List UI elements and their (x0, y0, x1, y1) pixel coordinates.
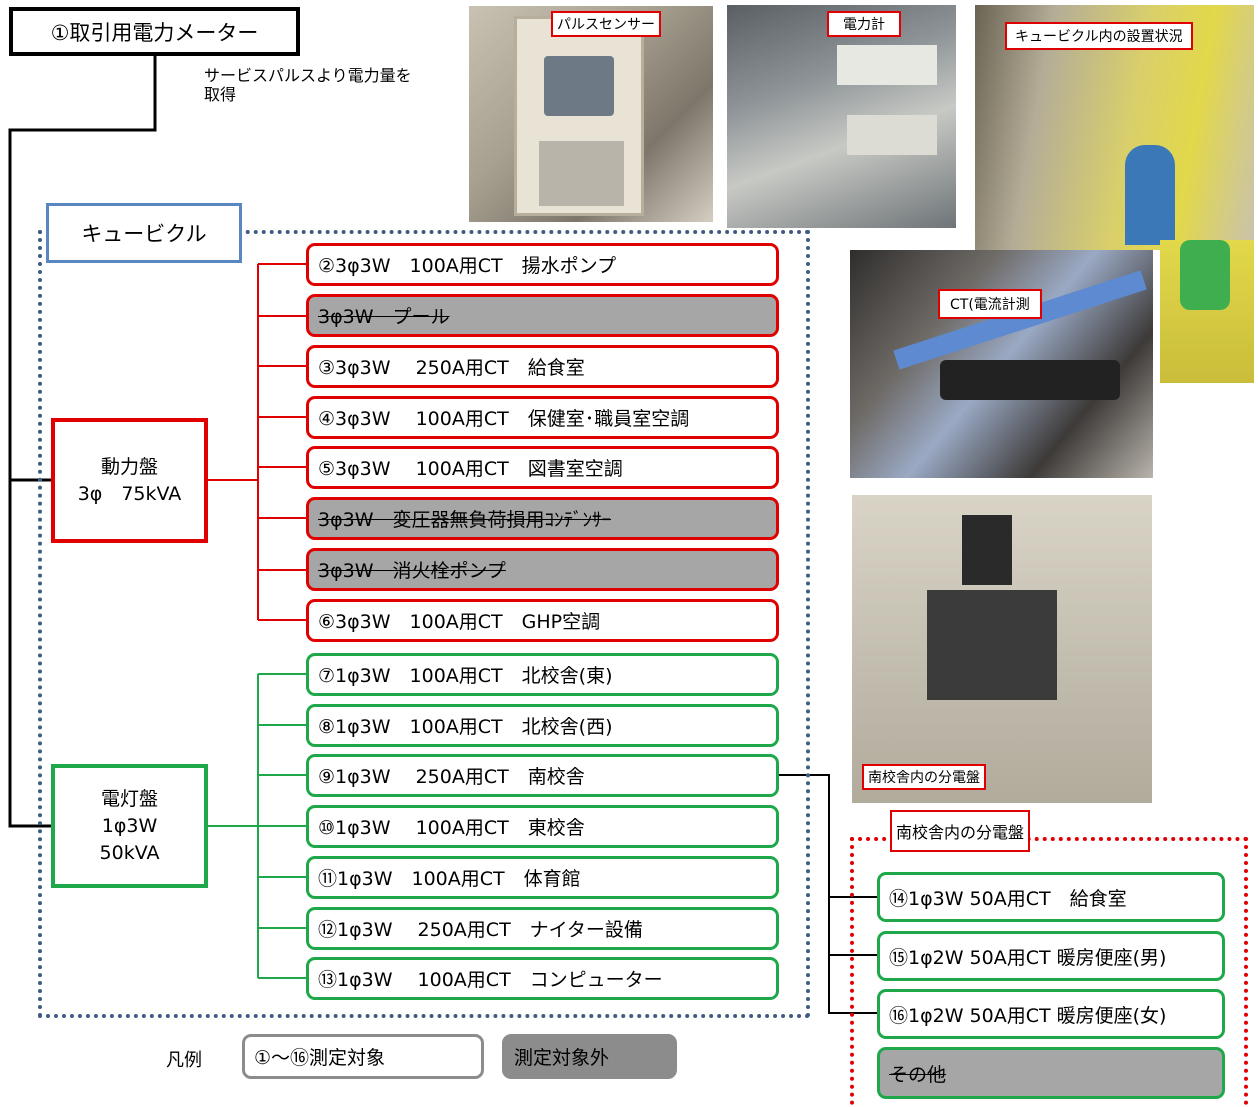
meter-box: ①取引用電力メーター (9, 7, 300, 56)
circuit-label: ⑬1φ3W 100A用CT コンピューター (318, 965, 663, 992)
meter-device-shape (544, 56, 614, 116)
circuit-label: ⑥3φ3W 100A用CT GHP空調 (318, 607, 600, 634)
cubicle-label-text: キュービクル (81, 218, 206, 248)
circuit-label: ⑦1φ3W 100A用CT 北校舎(東) (318, 661, 613, 688)
lighting-panel: 電灯盤 1φ3W 50kVA (51, 764, 208, 888)
power-circuit: ④3φ3W 100A用CT 保健室･職員室空調 (306, 396, 779, 439)
power-meter-label: 電力計 (827, 11, 901, 37)
legend-measured: ①～⑯測定対象 (242, 1034, 484, 1079)
cable-shape (893, 270, 1146, 369)
meter-lower-box-shape (539, 141, 624, 206)
south-distribution-label: 南校舎内の分電盤 (862, 764, 986, 790)
south-circuit-excluded: その他 (877, 1047, 1225, 1099)
legend-not-measured-text: 測定対象外 (514, 1043, 609, 1070)
power-circuit: ⑤3φ3W 100A用CT 図書室空調 (306, 446, 779, 489)
circuit-label: ④3φ3W 100A用CT 保健室･職員室空調 (318, 404, 689, 431)
lighting-circuit: ⑬1φ3W 100A用CT コンピューター (306, 957, 779, 1000)
circuit-label: 3φ3W 消火栓ポンプ (318, 556, 506, 583)
lighting-circuit: ⑨1φ3W 250A用CT 南校舎 (306, 754, 779, 797)
circuit-label: ⑨1φ3W 250A用CT 南校舎 (318, 762, 585, 789)
legend-not-measured: 測定対象外 (502, 1034, 677, 1079)
circuit-label: ⑧1φ3W 100A用CT 北校舎(西) (318, 712, 613, 739)
legend-title: 凡例 (166, 1046, 202, 1072)
power-panel-name: 動力盤 (101, 454, 158, 481)
power-circuit-excluded: 3φ3W 消火栓ポンプ (306, 548, 779, 591)
circuit-label: ⑩1φ3W 100A用CT 東校舎 (318, 813, 585, 840)
lighting-panel-name: 電灯盤 (101, 786, 158, 813)
cubicle-install-label-text: キュービクル内の設置状況 (1015, 29, 1183, 45)
lighting-circuit: ⑩1φ3W 100A用CT 東校舎 (306, 805, 779, 848)
south-panel-label: 南校舎内の分電盤 (890, 810, 1030, 852)
cubicle-install-photo-lower (1160, 240, 1254, 383)
breaker-array-shape (927, 590, 1057, 700)
lighting-circuit: ⑦1φ3W 100A用CT 北校舎(東) (306, 653, 779, 696)
power-panel-spec: 3φ 75kVA (78, 481, 182, 508)
circuit-label: ②3φ3W 100A用CT 揚水ポンプ (318, 251, 616, 278)
ct-photo (850, 250, 1153, 478)
meter-panel-shape (837, 45, 937, 85)
south-circuit: ⑭1φ3W 50A用CT 給食室 (877, 872, 1225, 922)
power-meter-label-text: 電力計 (843, 17, 885, 33)
pulse-sensor-label-text: パルスセンサー (557, 17, 655, 33)
green-clip-shape (1180, 240, 1230, 310)
power-panel: 動力盤 3φ 75kVA (51, 418, 208, 543)
circuit-label: ⑮1φ2W 50A用CT 暖房便座(男) (889, 943, 1166, 970)
meter-panel-shape-2 (847, 115, 937, 155)
meter-note-line1: サービスパルスより電力量を (204, 66, 454, 85)
circuit-label: ⑪1φ3W 100A用CT 体育館 (318, 864, 581, 891)
pulse-sensor-photo (469, 6, 713, 222)
lighting-panel-spec2: 50kVA (100, 840, 160, 867)
circuit-label: ⑯1φ2W 50A用CT 暖房便座(女) (889, 1001, 1166, 1028)
circuit-label: ⑫1φ3W 250A用CT ナイター設備 (318, 915, 643, 942)
circuit-label: 3φ3W プール (318, 302, 450, 329)
power-circuit: ②3φ3W 100A用CT 揚水ポンプ (306, 243, 779, 286)
meter-note-line2: 取得 (204, 85, 454, 104)
power-circuit: ⑥3φ3W 100A用CT GHP空調 (306, 599, 779, 642)
pulse-sensor-label: パルスセンサー (551, 11, 661, 37)
power-circuit-excluded: 3φ3W 変圧器無負荷損用ｺﾝﾃﾞﾝｻｰ (306, 497, 779, 540)
circuit-label: ③3φ3W 250A用CT 給食室 (318, 353, 585, 380)
circuit-label: その他 (889, 1060, 946, 1087)
lighting-circuit: ⑧1φ3W 100A用CT 北校舎(西) (306, 704, 779, 747)
south-circuit: ⑯1φ2W 50A用CT 暖房便座(女) (877, 989, 1225, 1039)
worker-shape (1125, 145, 1175, 245)
south-distribution-label-text: 南校舎内の分電盤 (868, 770, 980, 786)
lighting-circuit: ⑫1φ3W 250A用CT ナイター設備 (306, 907, 779, 950)
ct-label-text: CT(電流計測 (950, 297, 1030, 313)
circuit-label: 3φ3W 変圧器無負荷損用ｺﾝﾃﾞﾝｻｰ (318, 505, 611, 532)
circuit-label: ⑭1φ3W 50A用CT 給食室 (889, 884, 1127, 911)
meter-label: ①取引用電力メーター (51, 17, 259, 47)
ct-clamp-shape (940, 360, 1120, 400)
power-meter-photo (727, 5, 956, 228)
meter-note: サービスパルスより電力量を 取得 (204, 66, 454, 104)
cubicle-label: キュービクル (46, 203, 242, 263)
lighting-panel-spec1: 1φ3W (102, 813, 158, 840)
ct-label: CT(電流計測 (938, 289, 1042, 319)
south-distribution-photo (852, 495, 1152, 803)
legend-measured-text: ①～⑯測定対象 (254, 1043, 385, 1070)
circuit-label: ⑤3φ3W 100A用CT 図書室空調 (318, 454, 623, 481)
south-circuit: ⑮1φ2W 50A用CT 暖房便座(男) (877, 931, 1225, 981)
main-breaker-shape (962, 515, 1012, 585)
lighting-circuit: ⑪1φ3W 100A用CT 体育館 (306, 856, 779, 899)
power-circuit: ③3φ3W 250A用CT 給食室 (306, 345, 779, 388)
power-circuit-excluded: 3φ3W プール (306, 294, 779, 337)
south-panel-label-text: 南校舎内の分電盤 (896, 819, 1024, 843)
cubicle-install-label: キュービクル内の設置状況 (1005, 22, 1193, 50)
